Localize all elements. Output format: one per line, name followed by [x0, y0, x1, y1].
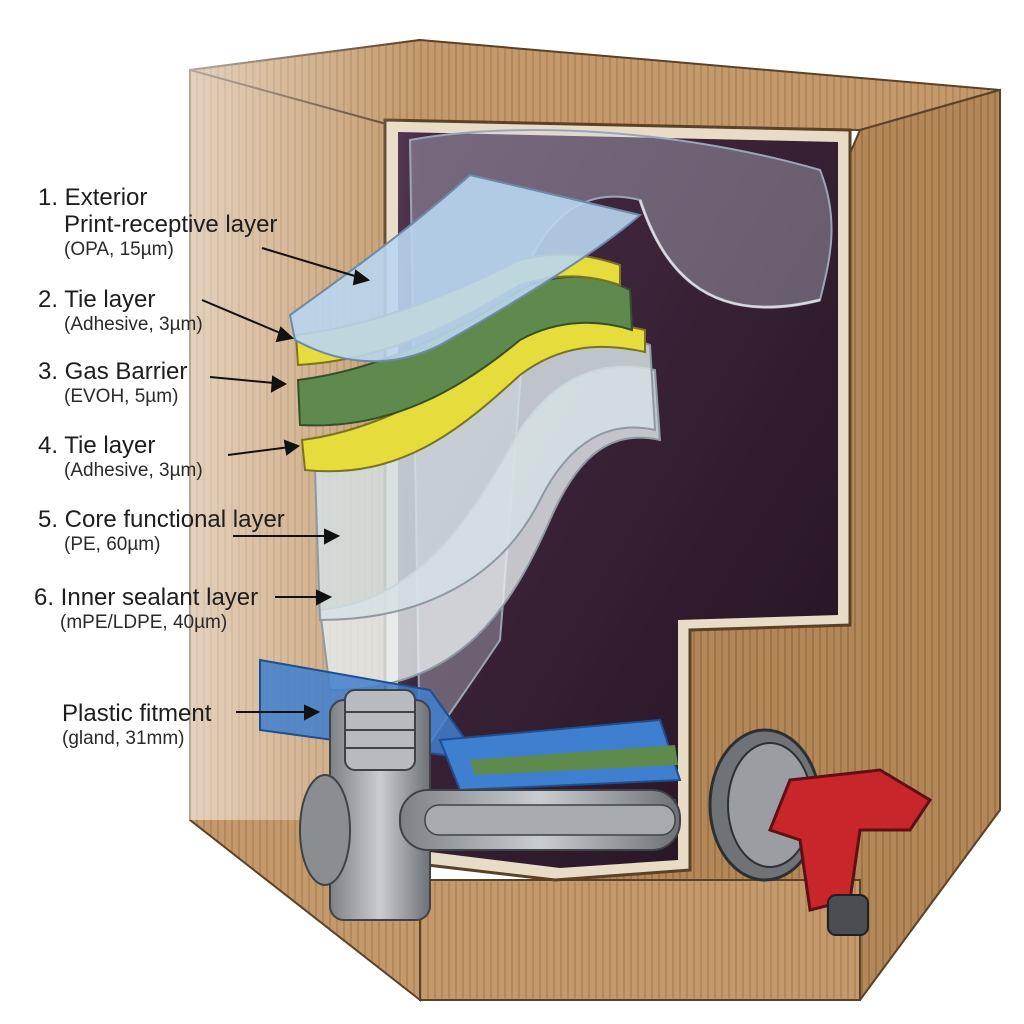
- label-tie-layer-2: 4. Tie layer (Adhesive, 3µm): [38, 432, 203, 483]
- label-exterior-layer: 1. Exterior Print-receptive layer (OPA, …: [38, 184, 277, 262]
- label-title: 6. Inner sealant layer: [34, 584, 259, 611]
- layer-1-opa: [288, 173, 643, 363]
- label-title: 5. Core functional layer: [38, 506, 285, 533]
- label-plastic-fitment: Plastic fitment (gland, 31mm): [62, 700, 211, 751]
- label-sub: (mPE/LDPE, 40µm): [60, 612, 228, 633]
- label-title: 1. Exterior: [38, 184, 148, 211]
- label-gas-barrier: 3. Gas Barrier (EVOH, 5µm): [38, 358, 187, 409]
- film-layer-stack: [288, 173, 662, 692]
- label-title-line2: Print-receptive layer: [64, 211, 278, 238]
- label-title: 3. Gas Barrier: [38, 358, 188, 385]
- label-sub: (EVOH, 5µm): [64, 386, 179, 407]
- label-sub: (Adhesive, 3µm): [64, 314, 203, 335]
- label-title: 2. Tie layer: [38, 286, 156, 313]
- label-title: Plastic fitment: [62, 700, 212, 727]
- label-sub: (gland, 31mm): [62, 728, 185, 749]
- label-tie-layer-1: 2. Tie layer (Adhesive, 3µm): [38, 286, 203, 337]
- label-title: 4. Tie layer: [38, 432, 156, 459]
- label-sub: (Adhesive, 3µm): [64, 460, 203, 481]
- leader-arrows: [201, 247, 371, 721]
- box-lower-front: [419, 879, 861, 1001]
- label-sub: (OPA, 15µm): [64, 239, 174, 260]
- label-inner-sealant-layer: 6. Inner sealant layer (mPE/LDPE, 40µm): [34, 584, 258, 635]
- dispensing-tap: [708, 728, 933, 936]
- label-core-functional-layer: 5. Core functional layer (PE, 60µm): [38, 506, 285, 557]
- label-sub: (PE, 60µm): [64, 534, 161, 555]
- plastic-fitment: [299, 689, 681, 921]
